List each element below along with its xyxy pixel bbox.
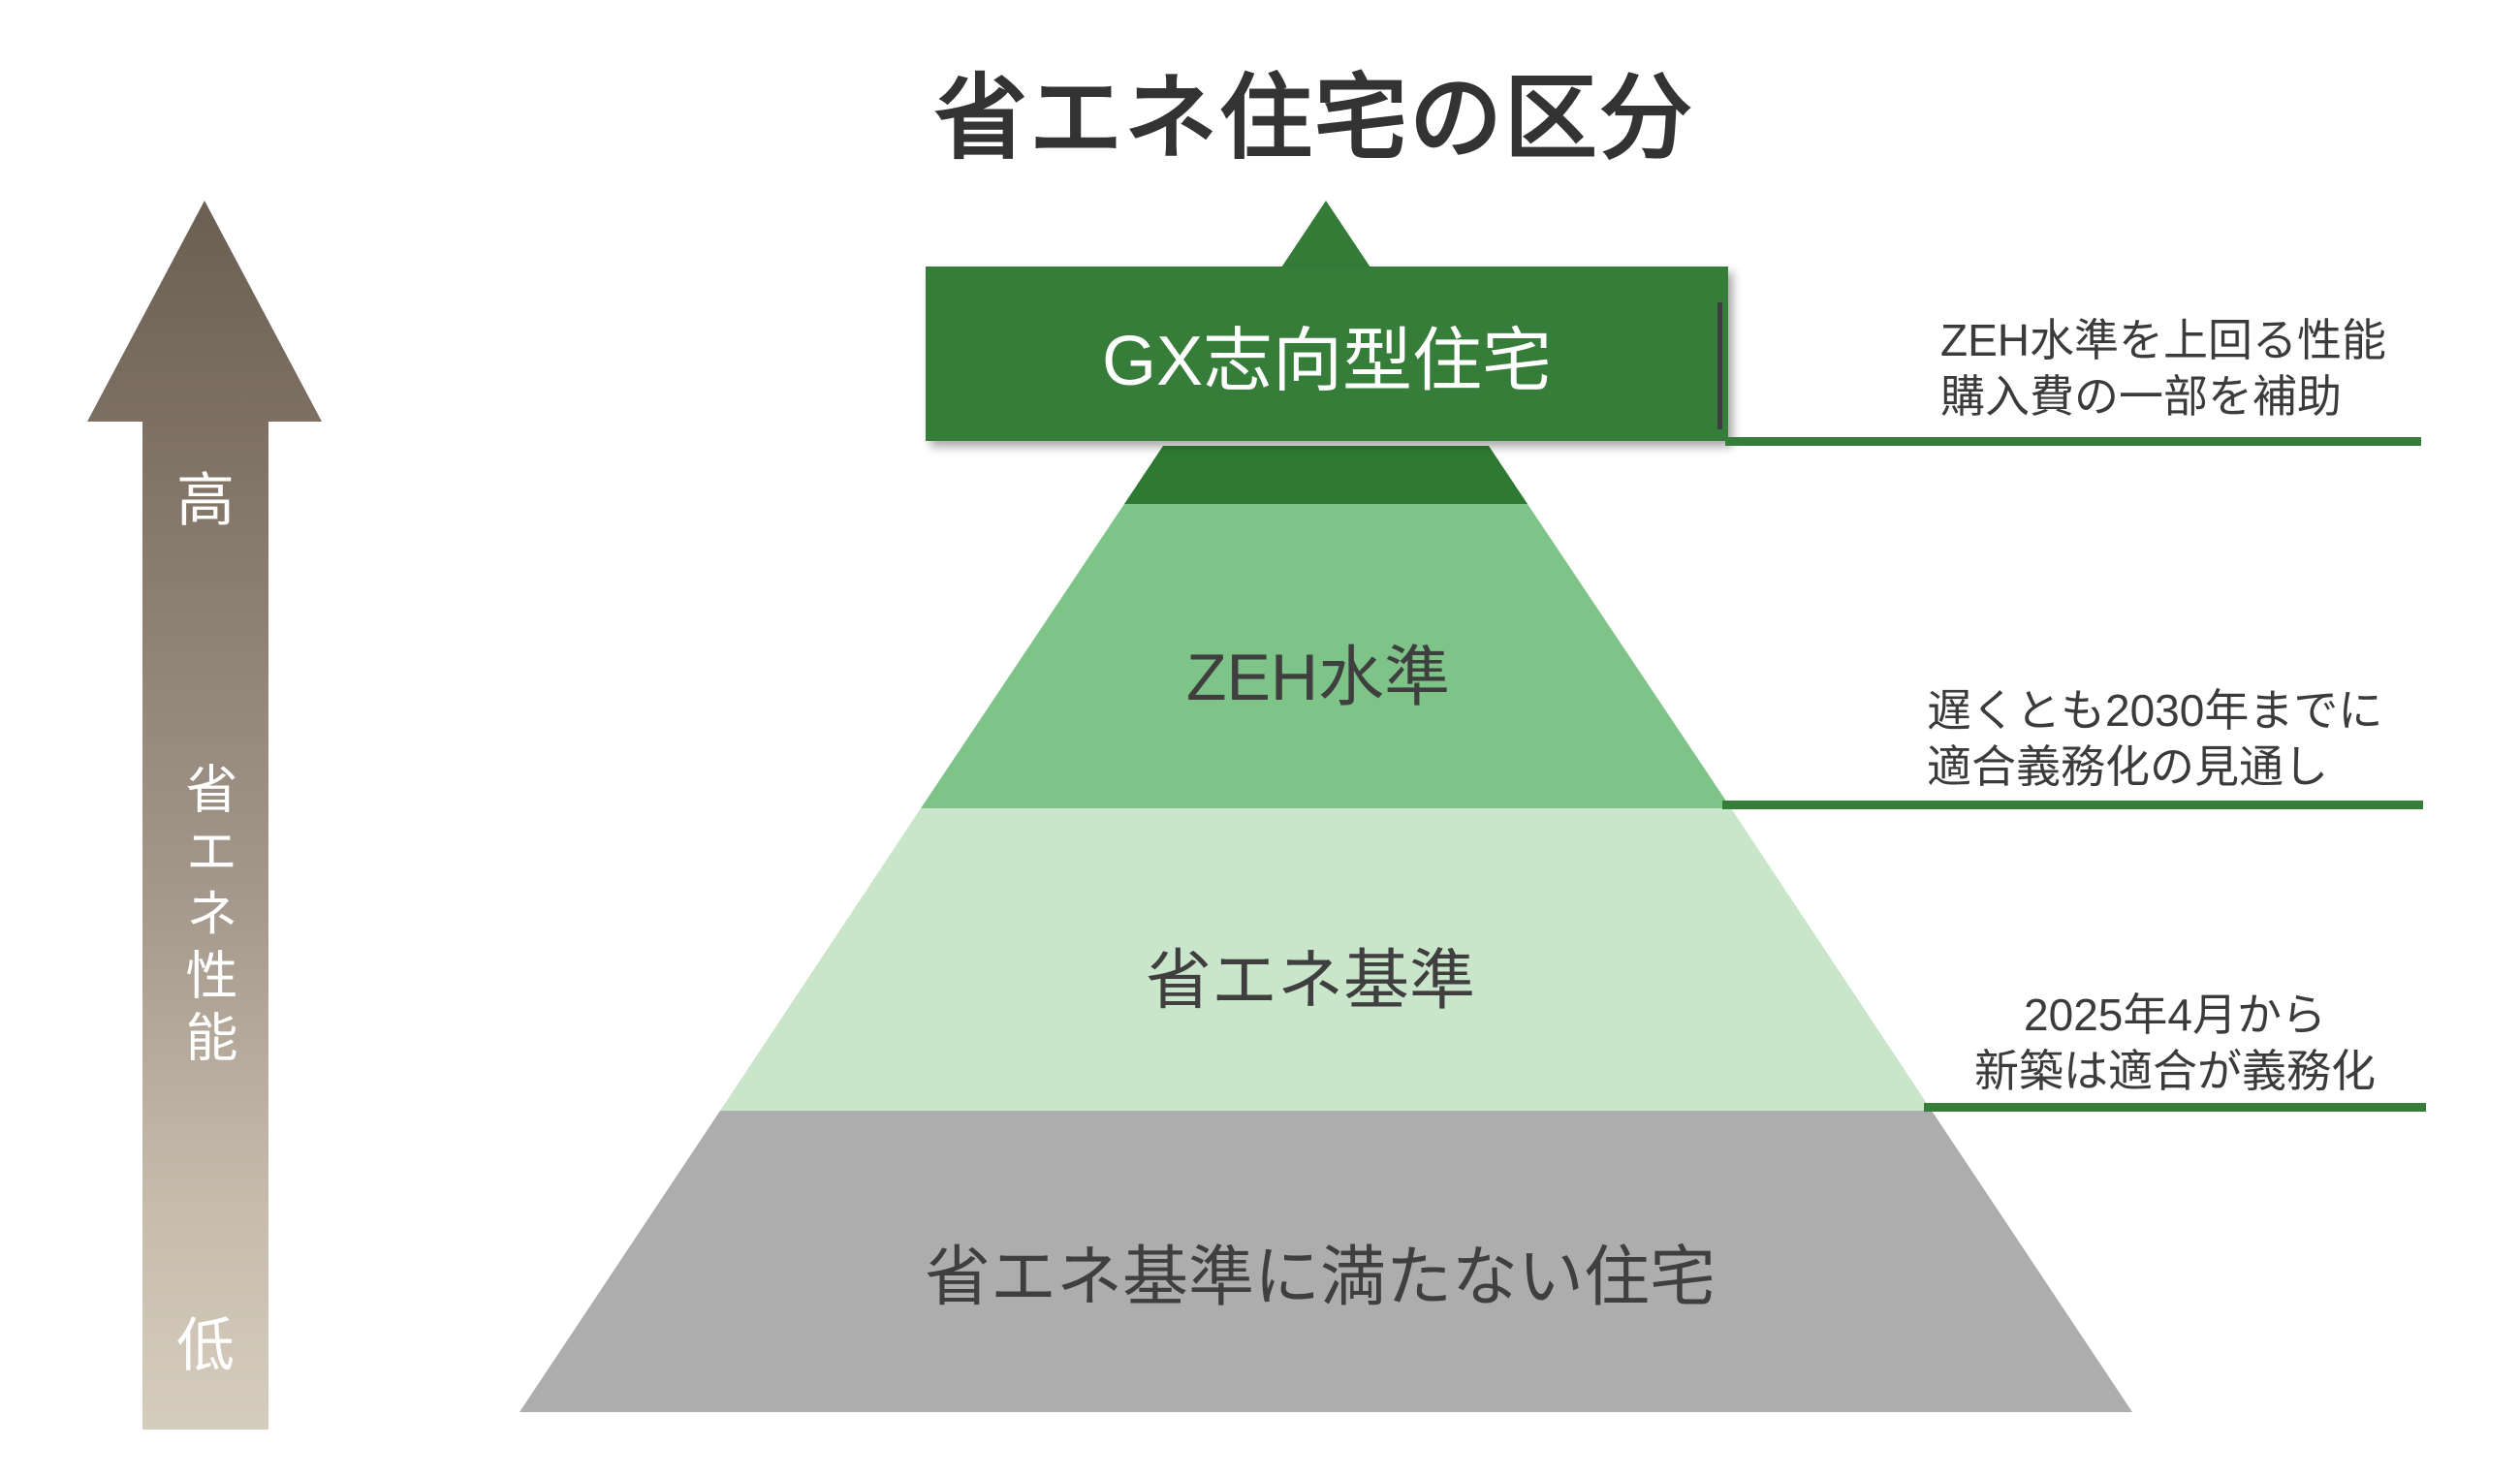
annotation-zeh: 遅くとも2030年までに 適合義務化の見通し	[1927, 682, 2382, 795]
gx-banner: GX志向型住宅	[926, 267, 1728, 441]
annotation-gx-line1: ZEH水準を上回る性能	[1940, 315, 2386, 365]
pyramid-level-shoene-standard	[720, 808, 1932, 1111]
gx-underline	[1725, 437, 2421, 446]
pyramid-level-substandard	[520, 1111, 2132, 1412]
arrow-low-label: 低	[176, 1313, 235, 1378]
substandard-label: 省エネ基準に満たない住宅	[924, 1241, 1717, 1314]
gx-leader-line	[1717, 302, 1722, 429]
annotation-gx-line2: 購入費の一部を補助	[1940, 371, 2342, 422]
annotation-shoene-line1: 2025年4月から	[2024, 990, 2326, 1040]
page-title: 省エネ住宅の区分	[934, 67, 1694, 171]
zeh-level-label: ZEH水準	[1185, 641, 1451, 714]
zeh-underline	[1722, 801, 2423, 809]
shoene-standard-label: 省エネ基準	[1145, 944, 1476, 1018]
annotation-zeh-line2: 適合義務化の見通し	[1927, 741, 2328, 792]
annotation-gx: ZEH水準を上回る性能 購入費の一部を補助	[1940, 312, 2386, 425]
gx-banner-label: GX志向型住宅	[1101, 322, 1553, 400]
annotation-shoene-line2: 新築は適合が義務化	[1974, 1046, 2376, 1096]
arrow-axis-label: 省エネ性能	[177, 762, 236, 1072]
annotation-shoene: 2025年4月から 新築は適合が義務化	[1924, 987, 2426, 1099]
shoene-underline	[1924, 1103, 2426, 1112]
annotation-zeh-line1: 遅くとも2030年までに	[1927, 685, 2383, 736]
pyramid-apex-triangle	[1281, 201, 1370, 267]
pyramid-neck-band	[1124, 446, 1528, 504]
arrow-high-label: 高	[176, 468, 235, 533]
